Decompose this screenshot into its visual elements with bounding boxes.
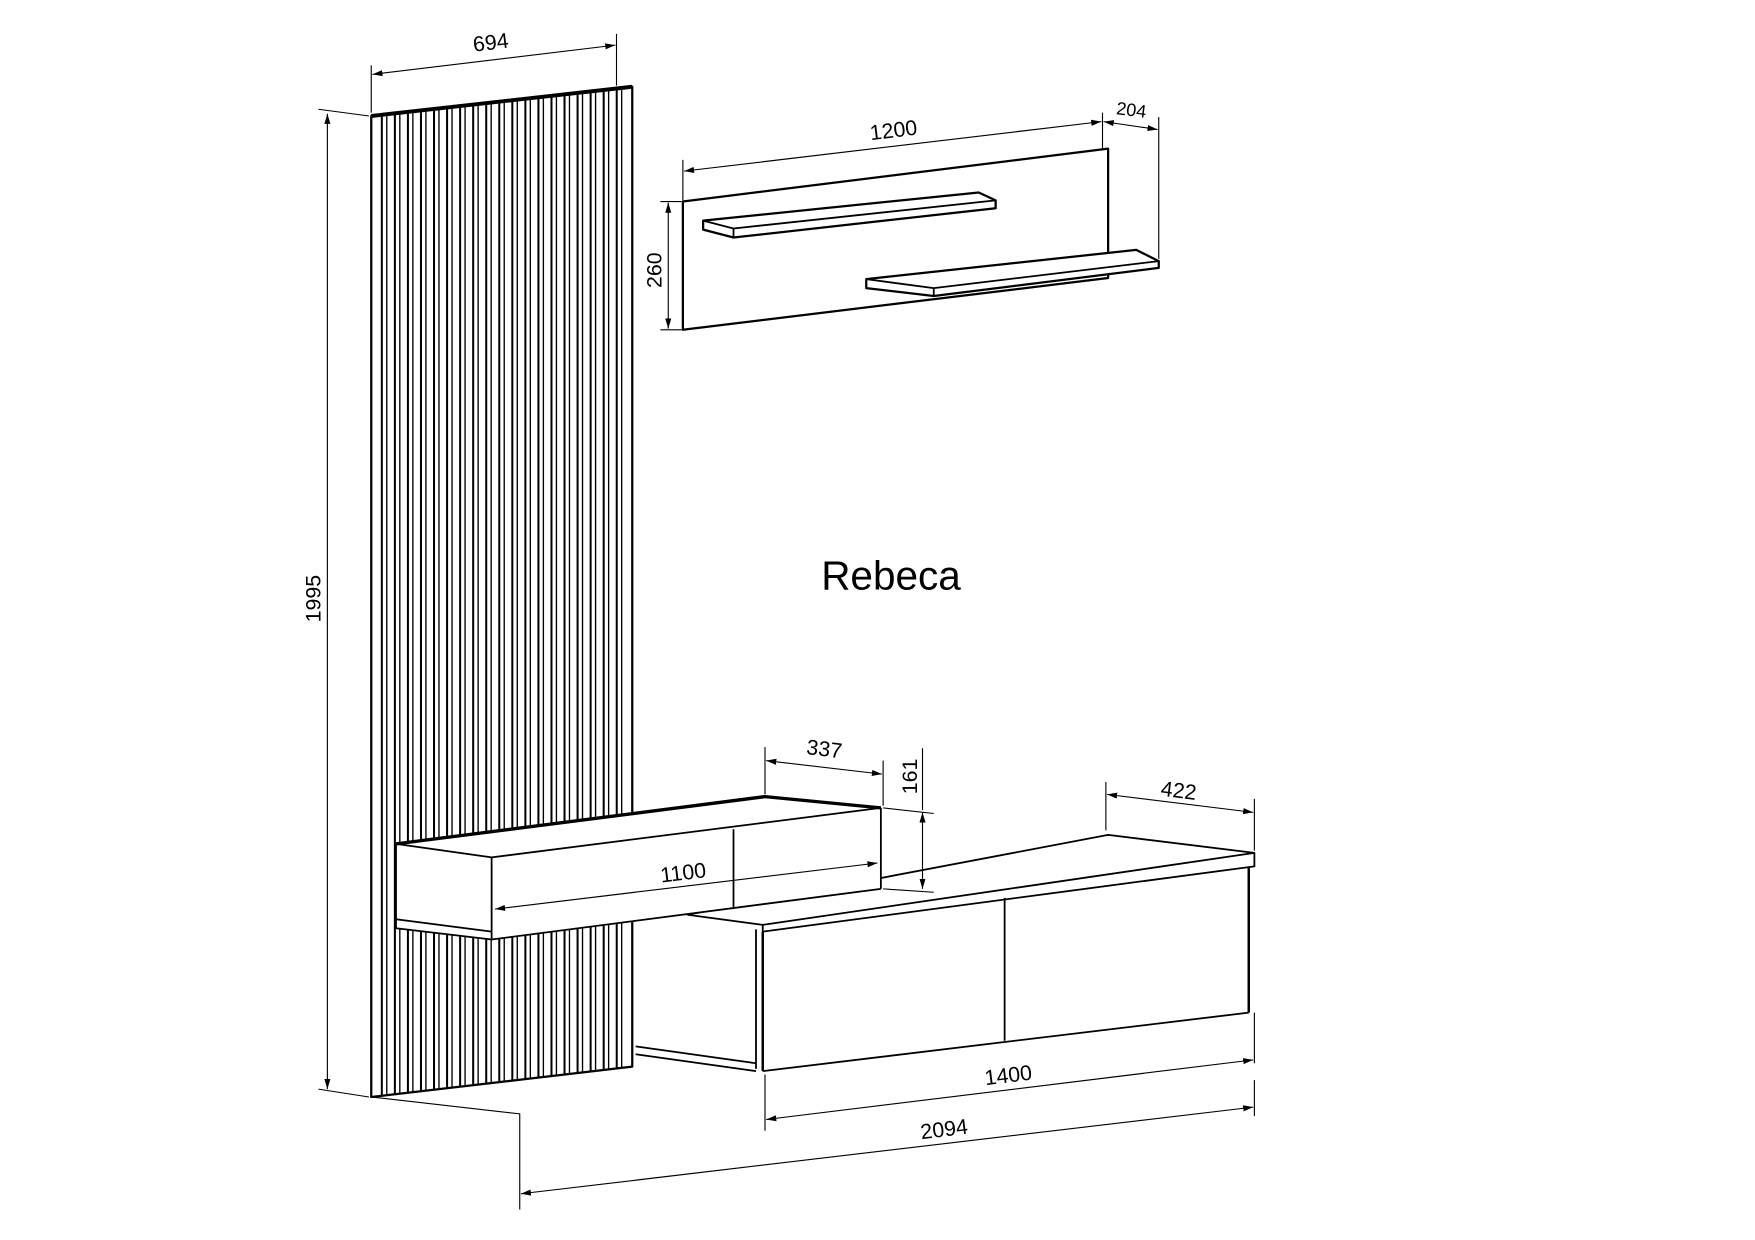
dim-label-cabinet-width: 1400 (983, 1061, 1033, 1091)
dim-label-drawer-width: 1100 (659, 858, 708, 887)
dim-label-shelf-width: 1200 (868, 116, 918, 146)
dimension-drawer-height: 161 (883, 748, 934, 893)
product-name: Rebeca (821, 553, 961, 599)
panel-top-edge (371, 84, 633, 118)
tv-cabinet (635, 833, 1256, 1073)
dim-label-panel-width: 694 (472, 29, 510, 57)
dimension-total-width: 2094 (371, 1080, 1255, 1210)
dimension-drawer-width: 1100 (494, 858, 878, 911)
dim-label-shelf-height: 260 (643, 252, 667, 288)
panel-outline (370, 85, 634, 1099)
dim-label-total-width: 2094 (919, 1115, 969, 1145)
dimension-panel-width: 694 (370, 29, 618, 113)
dimension-panel-height: 1995 (302, 108, 370, 1098)
slatted-wall-panel (370, 84, 634, 1099)
wall-shelf-unit (681, 147, 1160, 331)
dimension-shelf-height: 260 (643, 200, 682, 331)
dim-label-drawer-depth: 337 (805, 735, 843, 763)
shelf-back-panel (681, 147, 1110, 331)
dim-label-panel-height: 1995 (302, 575, 326, 623)
dim-label-cabinet-depth: 422 (1160, 777, 1198, 805)
dim-label-shelf-depth: 204 (1115, 98, 1147, 122)
dimension-drawer-depth: 337 (764, 735, 884, 806)
dimension-shelf-depth: 204 (1103, 98, 1160, 259)
dimension-shelf-width: 1200 (682, 112, 1104, 201)
dim-label-drawer-height: 161 (898, 759, 922, 795)
dimension-cabinet-width: 1400 (764, 1012, 1255, 1131)
dimension-cabinet-depth: 422 (1105, 777, 1255, 851)
shelf-upper (702, 191, 997, 239)
shelf-lower (865, 248, 1160, 298)
